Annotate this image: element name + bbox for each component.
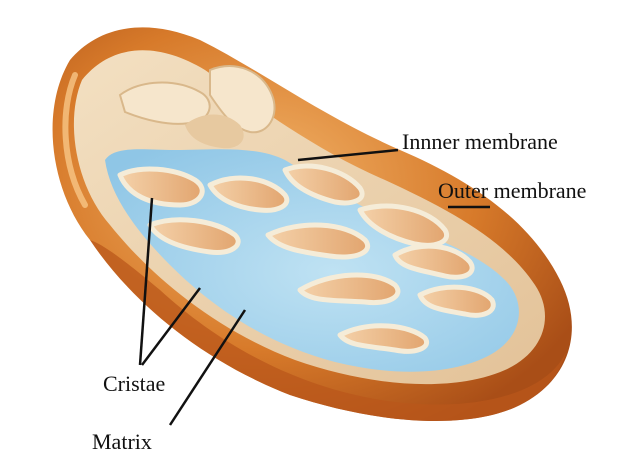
label-cristae: Cristae — [103, 373, 165, 395]
label-matrix: Matrix — [92, 431, 152, 453]
label-outer-membrane: Outer membrane — [438, 180, 586, 202]
label-inner-membrane: Innner membrane — [402, 131, 558, 153]
